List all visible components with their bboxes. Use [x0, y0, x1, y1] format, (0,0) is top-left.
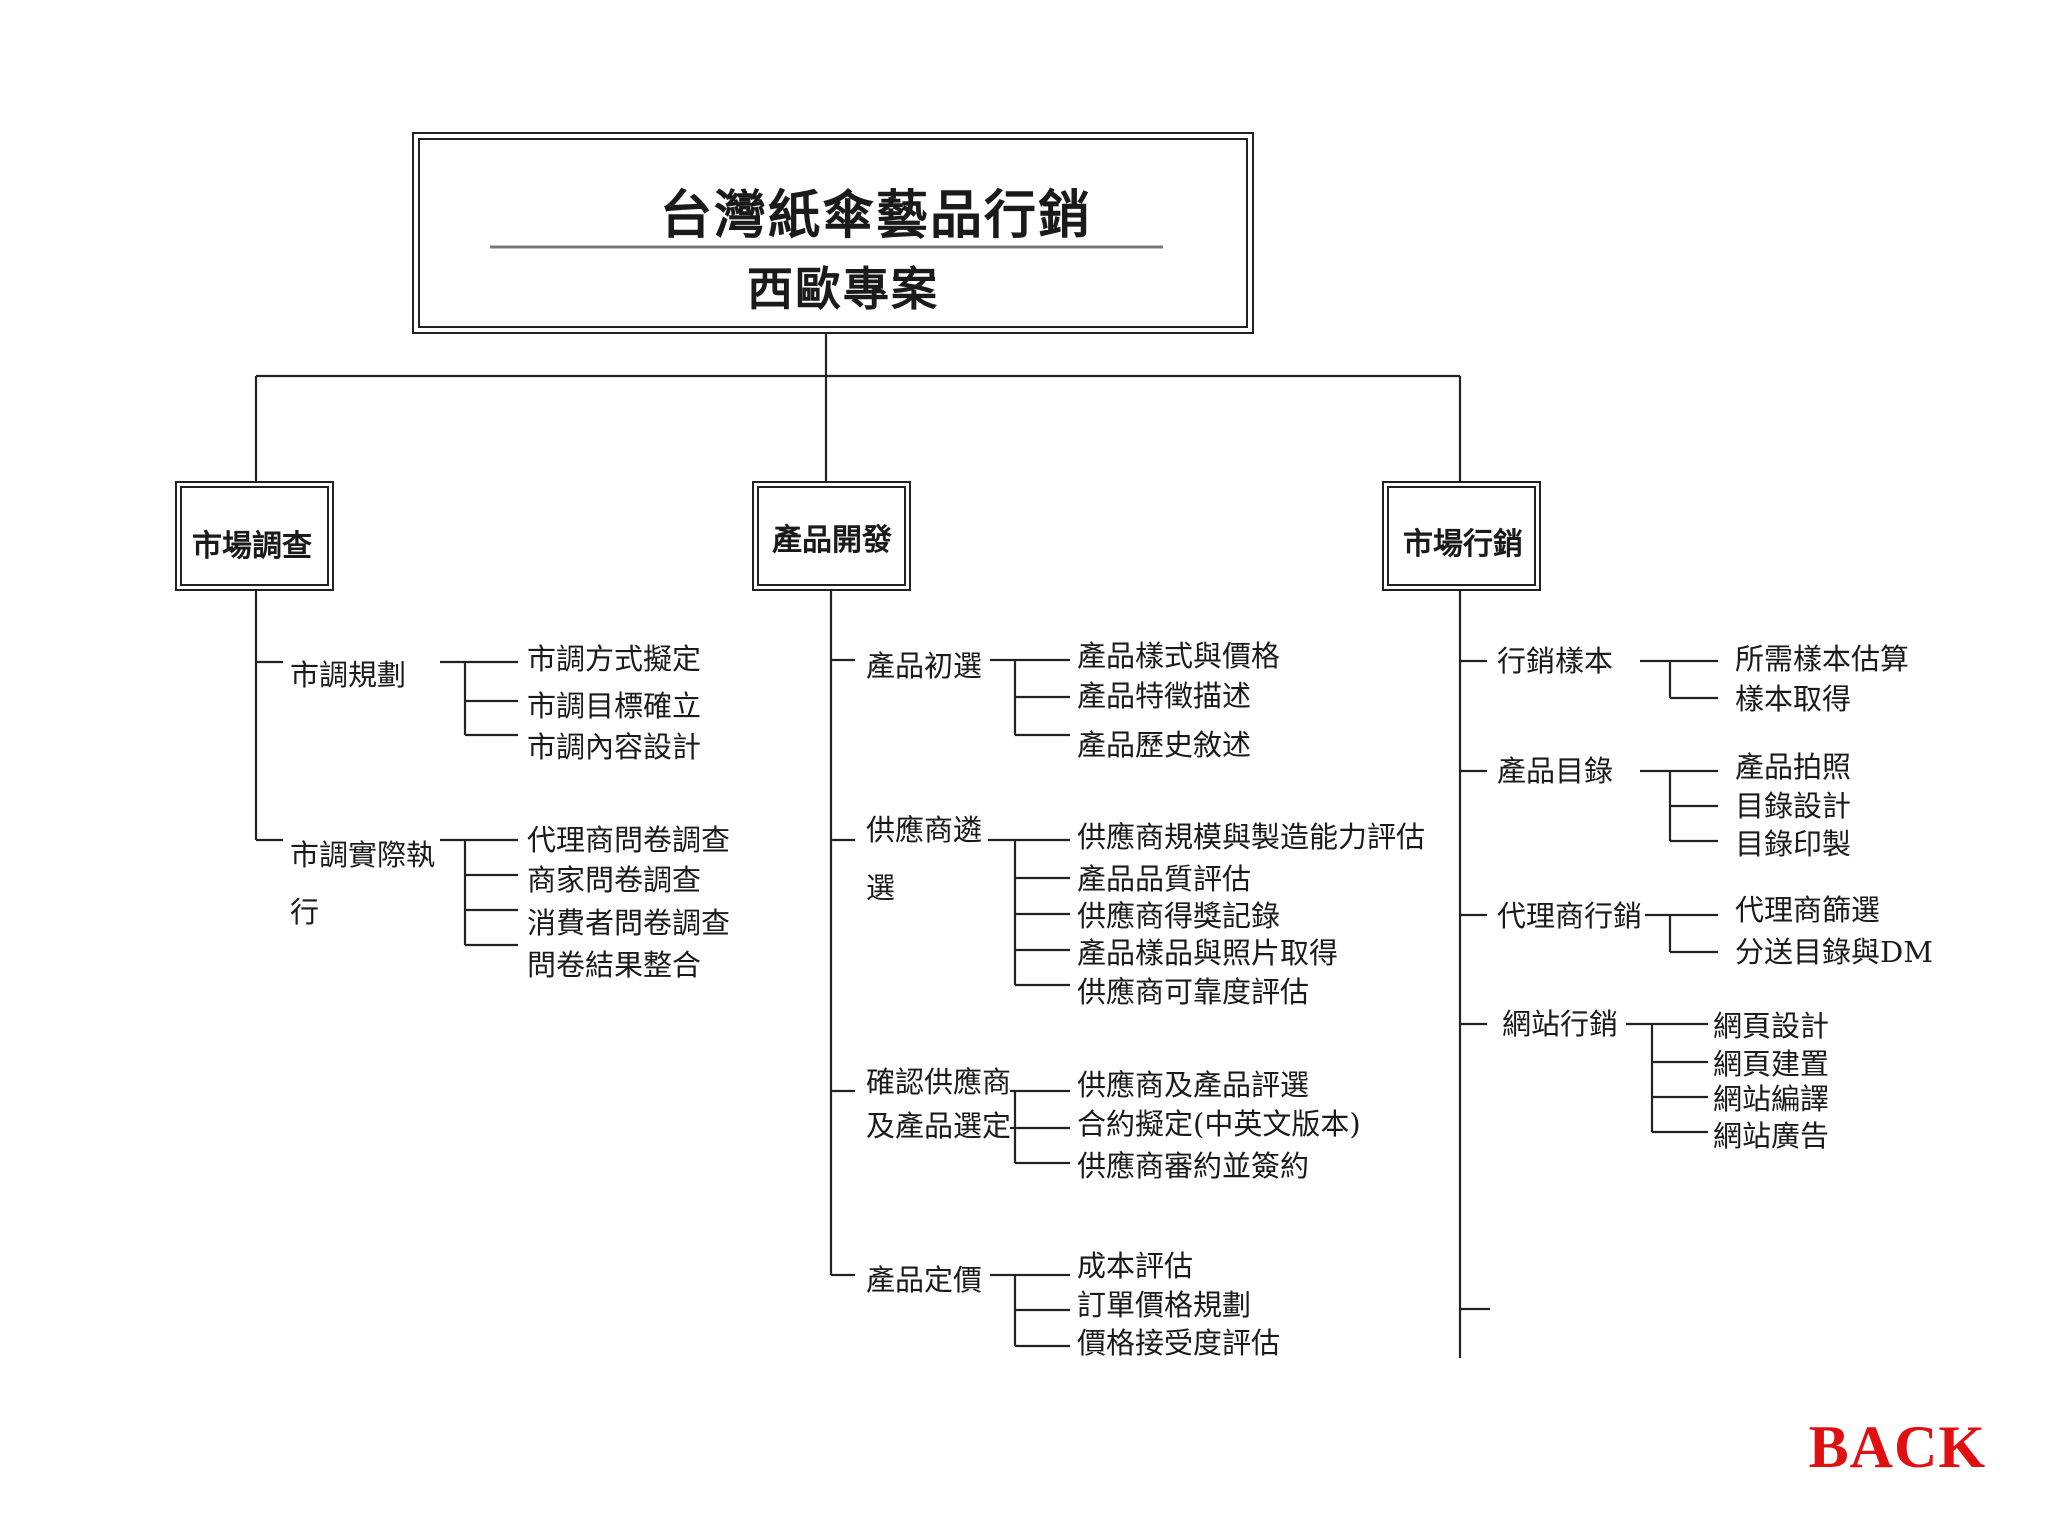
group-label: 選 [866, 871, 896, 905]
leaf-item: 供應商可靠度評估 [1077, 975, 1310, 1009]
leaf-item: 成本評估 [1077, 1249, 1194, 1283]
box-product-inner [757, 486, 906, 586]
leaf-item: 樣本取得 [1735, 682, 1852, 716]
title-line-2: 西歐專案 [747, 262, 939, 316]
leaf-item: 網頁設計 [1713, 1009, 1830, 1043]
group-label: 產品初選 [866, 649, 983, 683]
leaf-item: 供應商審約並簽約 [1077, 1149, 1310, 1183]
group-label: 及產品選定 [866, 1109, 1012, 1143]
leaf-item: 網站廣告 [1713, 1119, 1830, 1153]
group-label: 代理商行銷 [1497, 899, 1643, 933]
branch-title-product: 產品開發 [772, 523, 892, 558]
leaf-item: 代理商問卷調查 [527, 823, 731, 857]
leaf-item: 產品品質評估 [1077, 862, 1252, 896]
group-label: 網站行銷 [1502, 1007, 1619, 1041]
leaf-item: 供應商規模與製造能力評估 [1077, 820, 1426, 854]
leaf-item: 供應商得獎記錄 [1077, 899, 1281, 933]
box-marketing-outer [1382, 481, 1541, 591]
group-label: 供應商遴 [866, 813, 983, 847]
title-box-outer [412, 132, 1254, 334]
leaf-item: 市調方式擬定 [527, 642, 702, 676]
group-label: 行銷樣本 [1497, 644, 1614, 678]
leaf-item: 所需樣本估算 [1735, 642, 1910, 676]
leaf-item: 產品樣品與照片取得 [1077, 936, 1339, 970]
group-label: 確認供應商 [866, 1065, 1012, 1099]
branch-title-survey: 市場調查 [192, 529, 312, 564]
box-survey-inner [180, 486, 329, 586]
title-box-inner [418, 138, 1248, 328]
leaf-item: 分送目錄與DM [1735, 935, 1933, 969]
leaf-item: 市調內容設計 [527, 730, 702, 764]
branch-title-marketing: 市場行銷 [1403, 527, 1523, 562]
box-marketing-inner [1387, 486, 1536, 586]
box-survey-outer [175, 481, 334, 591]
leaf-item: 問卷結果整合 [527, 948, 702, 982]
leaf-item: 產品歷史敘述 [1077, 728, 1252, 762]
leaf-item: 代理商篩選 [1735, 893, 1881, 927]
leaf-item: 市調目標確立 [527, 689, 702, 723]
title-line-1: 台灣紙傘藝品行銷 [660, 185, 1093, 246]
leaf-item: 網站編譯 [1713, 1082, 1830, 1116]
leaf-item: 目錄印製 [1735, 827, 1852, 861]
leaf-item: 商家問卷調查 [527, 863, 702, 897]
group-label: 市調規劃 [290, 658, 407, 692]
leaf-item: 產品特徵描述 [1077, 679, 1252, 713]
leaf-item: 網頁建置 [1713, 1047, 1830, 1081]
leaf-item: 合約擬定(中英文版本) [1077, 1107, 1361, 1141]
group-label: 市調實際執 [290, 838, 436, 872]
leaf-item: 目錄設計 [1735, 789, 1852, 823]
group-label: 產品目錄 [1497, 754, 1614, 788]
group-label: 產品定價 [866, 1263, 983, 1297]
group-label: 行 [290, 895, 320, 929]
leaf-item: 訂單價格規劃 [1077, 1288, 1252, 1322]
leaf-item: 供應商及產品評選 [1077, 1068, 1310, 1102]
back-link[interactable]: BACK [1808, 1414, 1986, 1480]
leaf-item: 產品拍照 [1735, 750, 1852, 784]
leaf-item: 價格接受度評估 [1077, 1326, 1281, 1360]
leaf-item: 消費者問卷調查 [527, 906, 731, 940]
leaf-item: 產品樣式與價格 [1077, 639, 1281, 673]
